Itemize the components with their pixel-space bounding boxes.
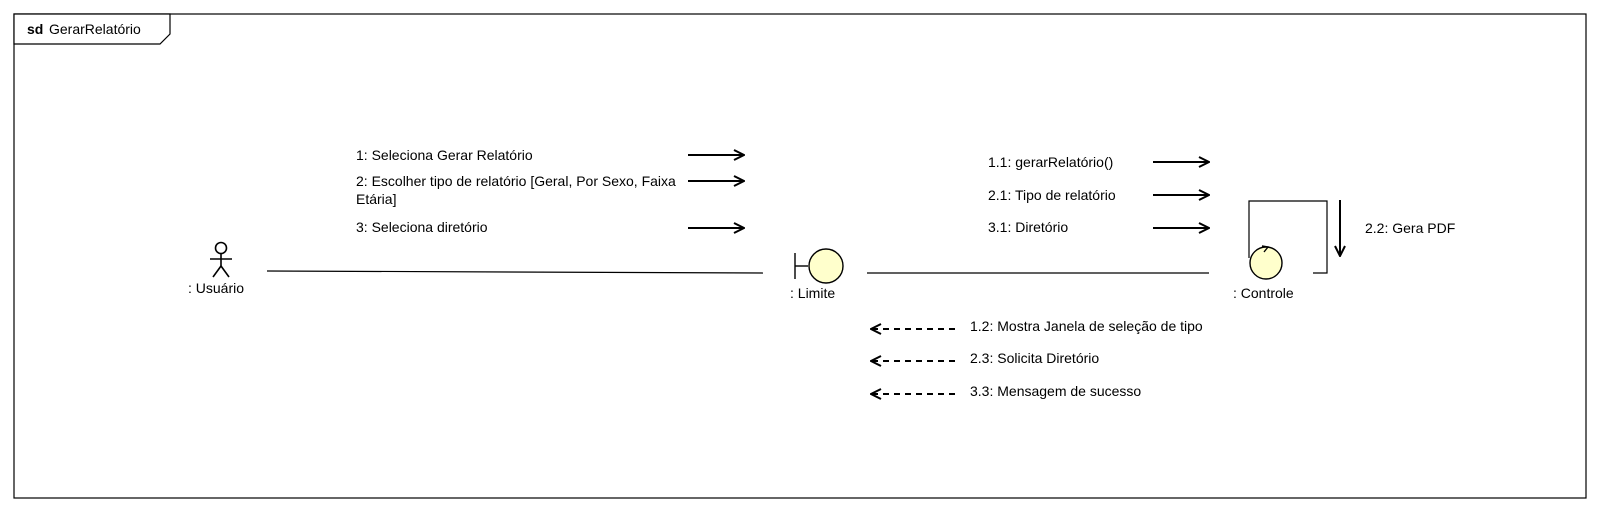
frame-keyword: sd (27, 21, 43, 37)
message-label-3-1: 3.1: Diretório (988, 219, 1069, 235)
control-icon[interactable] (1249, 245, 1283, 280)
link-actor-boundary (266, 270, 764, 274)
lifeline-label-boundary: : Limite (790, 285, 836, 301)
frame-border (13, 13, 1587, 499)
message-label-1-2: 1.2: Mostra Janela de seleção de tipo (970, 318, 1203, 334)
message-label-1: 1: Seleciona Gerar Relatório (356, 147, 533, 163)
message-label-2-3: 2.3: Solicita Diretório (970, 350, 1100, 366)
frame-name: GerarRelatório (49, 21, 141, 37)
actor-stick-figure-icon[interactable] (210, 241, 232, 278)
message-label-1-1: 1.1: gerarRelatório() (988, 154, 1114, 170)
lifeline-label-control: : Controle (1233, 285, 1294, 301)
message-label-3-3: 3.3: Mensagem de sucesso (970, 383, 1142, 399)
self-link-control (1248, 200, 1328, 274)
message-label-2-2: 2.2: Gera PDF (1365, 220, 1456, 236)
message-label-2-1: 2.1: Tipo de relatório (988, 187, 1116, 203)
message-label-3: 3: Seleciona diretório (356, 219, 488, 235)
boundary-icon[interactable] (794, 248, 844, 284)
lifeline-label-actor: : Usuário (188, 280, 245, 296)
message-label-2: 2: Escolher tipo de relatório [Geral, Po… (356, 173, 676, 207)
frame-tag (13, 13, 171, 45)
